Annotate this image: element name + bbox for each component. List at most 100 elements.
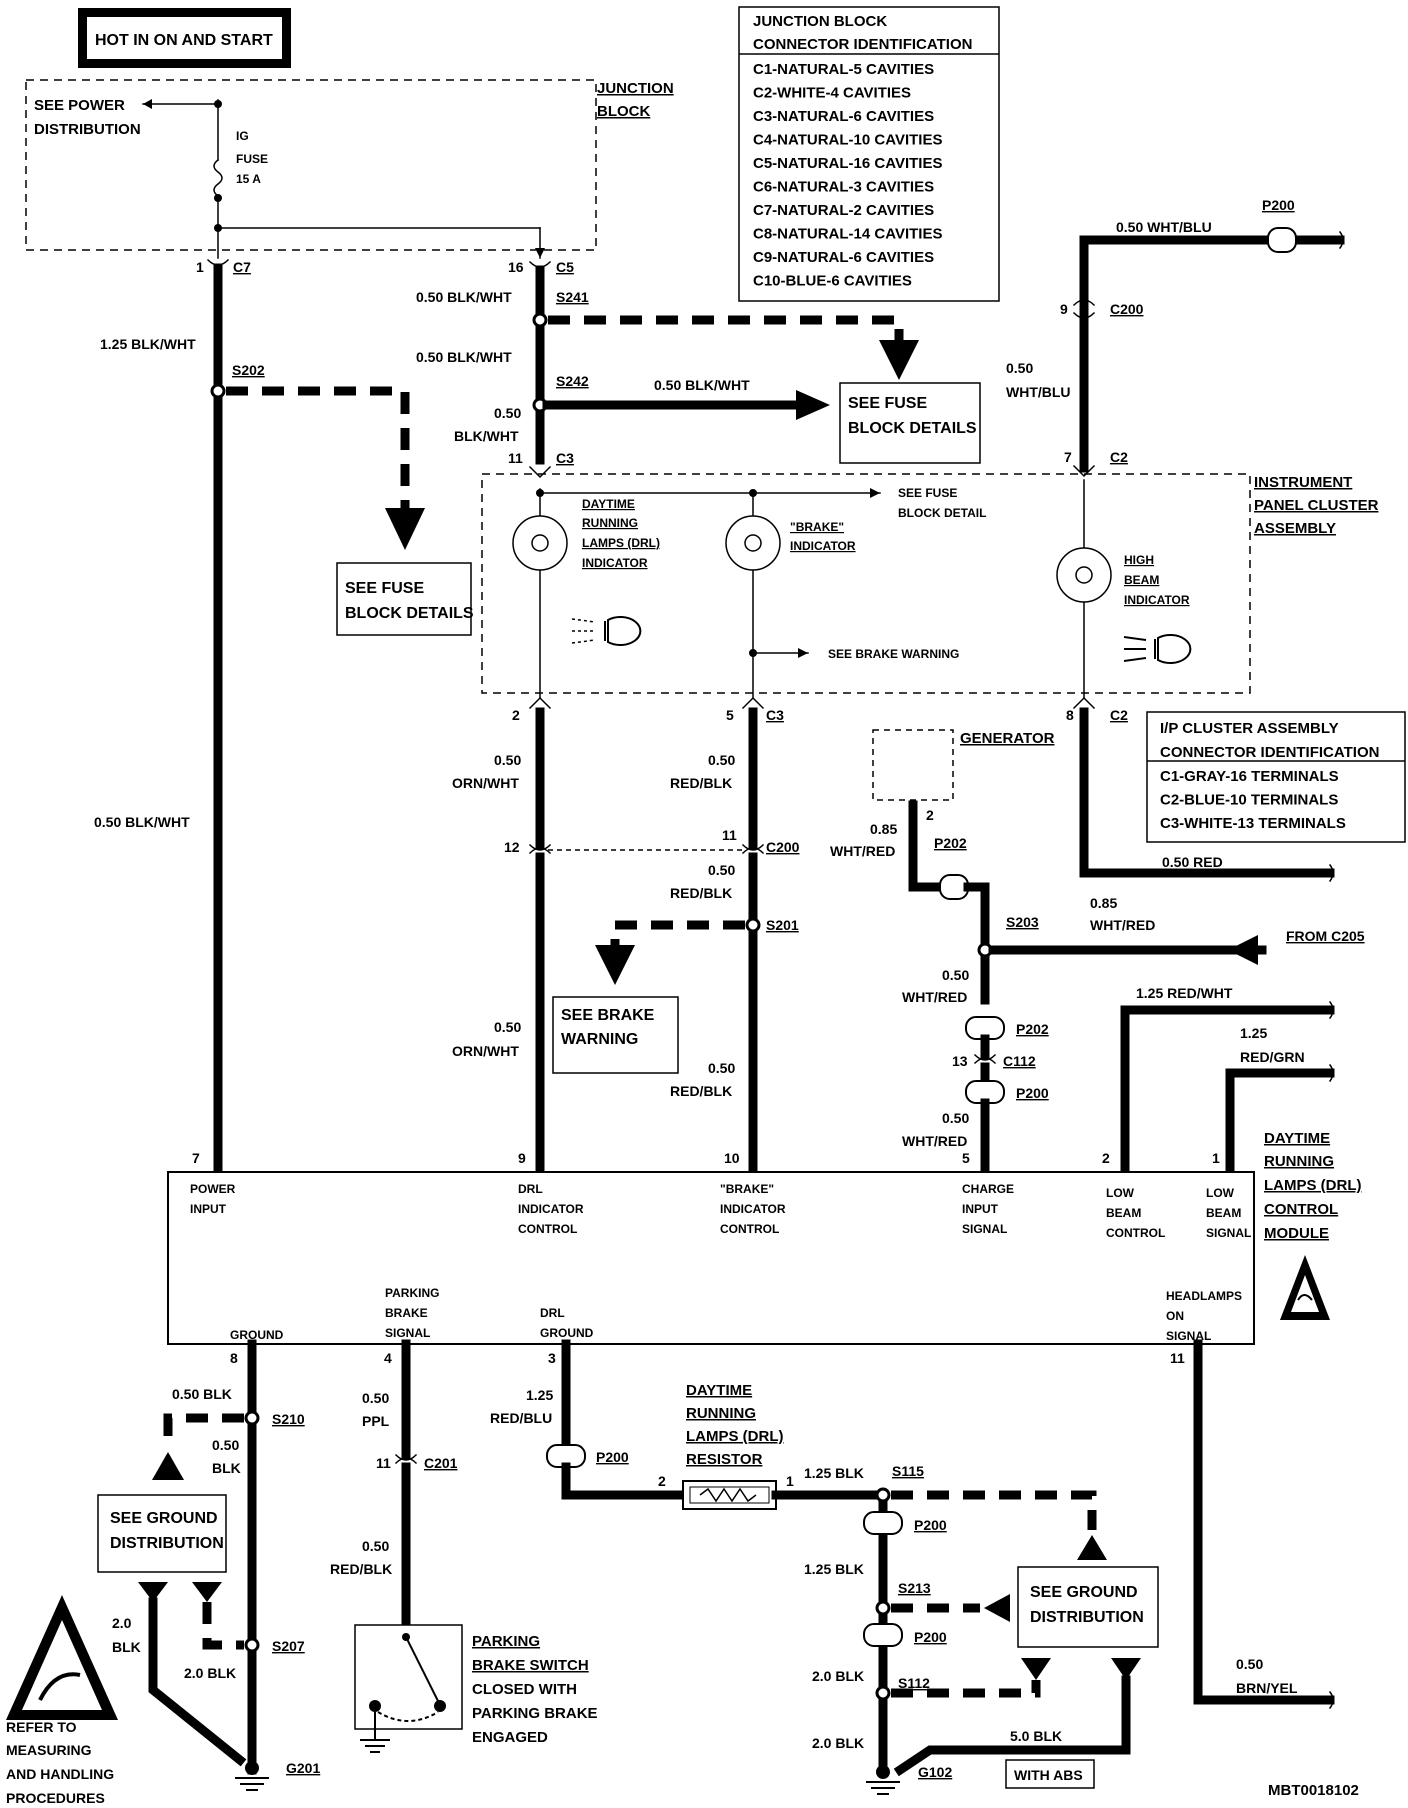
ground-ref-left-1: SEE GROUND xyxy=(110,1510,218,1527)
see-fuse-detail-1: SEE FUSE xyxy=(898,486,957,500)
brake-ind-2: INDICATOR xyxy=(790,539,856,553)
wire-050-a: 0.50 xyxy=(494,405,521,421)
esd-handling-icon xyxy=(6,1595,118,1720)
resistor-2: RUNNING xyxy=(686,1405,756,1422)
conn-p200-s115: P200 xyxy=(914,1517,947,1533)
conn-p200-top: P200 xyxy=(1262,197,1295,213)
hot-label: HOT IN ON AND START xyxy=(95,32,273,49)
module-title: DAYTIME RUNNING LAMPS (DRL) CONTROL MODU… xyxy=(1264,1130,1362,1242)
see-brake-warning: SEE BRAKE WARNING xyxy=(828,647,959,661)
splice-s203: S203 xyxy=(1006,914,1039,930)
jb-table-row: C8-NATURAL-14 CAVITIES xyxy=(753,226,942,243)
wire-050-d: 0.50 xyxy=(494,1019,521,1035)
wire-blk-b: BLK xyxy=(112,1639,141,1655)
resistor-4: RESISTOR xyxy=(686,1451,763,1468)
fuse-ref-1 xyxy=(336,562,472,636)
high-beam-label: HIGH BEAM INDICATOR xyxy=(1124,553,1190,607)
drl-ind-2: RUNNING xyxy=(582,516,638,530)
wire-050-m: 0.50 xyxy=(1236,1656,1263,1672)
conn-c112: C112 xyxy=(1003,1053,1036,1069)
wire-20-blk-a: 2.0 BLK xyxy=(184,1665,236,1681)
wire-050-red: 0.50 RED xyxy=(1162,854,1223,870)
see-fuse-detail-2: BLOCK DETAIL xyxy=(898,506,986,520)
measuring-note: REFER TO MEASURING AND HANDLING PROCEDUR… xyxy=(6,1719,114,1806)
high-beam-lamp xyxy=(1056,547,1112,603)
pin-3: 3 xyxy=(548,1350,556,1366)
junction-block-label-1: JUNCTION xyxy=(597,80,674,97)
ig-fuse-symbol xyxy=(213,158,223,198)
power-dist-label-1: SEE POWER xyxy=(34,97,125,114)
ground-ref-right-1: SEE GROUND xyxy=(1030,1584,1138,1601)
pin-label-power-2: INPUT xyxy=(190,1202,227,1216)
brake-ind-1: "BRAKE" xyxy=(790,520,844,534)
wire-blk-a: BLK xyxy=(212,1460,241,1476)
drl-ind-3: LAMPS (DRL) xyxy=(582,536,660,550)
module-title-1: DAYTIME xyxy=(1264,1130,1330,1147)
drl-indicator-lamp xyxy=(512,515,568,571)
pbs-3: CLOSED WITH xyxy=(472,1681,577,1698)
wire-125-blkwht: 1.25 BLK/WHT xyxy=(100,336,196,352)
wire-125-b: 1.25 xyxy=(526,1387,553,1403)
ip-table-title-1: I/P CLUSTER ASSEMBLY xyxy=(1160,720,1339,737)
jb-table-row: C6-NATURAL-3 CAVITIES xyxy=(753,179,934,196)
fuse-ref-1-line1: SEE FUSE xyxy=(345,580,424,597)
conn-c201: C201 xyxy=(424,1455,458,1471)
fuse-ref-2-line1: SEE FUSE xyxy=(848,395,927,412)
ground-g201: G201 xyxy=(286,1760,320,1776)
pin-label-drl-3: CONTROL xyxy=(518,1222,577,1236)
conn-p202-b: P202 xyxy=(1016,1021,1049,1037)
brake-warning-ref-2: WARNING xyxy=(561,1031,638,1048)
pin-label-pbs-3: SIGNAL xyxy=(385,1326,430,1340)
conn-c2-bottom: C2 xyxy=(1110,707,1128,723)
pin-5-c3: 5 xyxy=(726,707,734,723)
wire-ornwht-b: ORN/WHT xyxy=(452,1043,519,1059)
pin-label-brake-3: CONTROL xyxy=(720,1222,779,1236)
lamp-icon-drl xyxy=(571,616,642,646)
ip-table-title-2: CONNECTOR IDENTIFICATION xyxy=(1160,744,1379,761)
pin-7: 7 xyxy=(192,1150,200,1166)
splice-s201: S201 xyxy=(766,917,799,933)
ip-table-row: C2-BLUE-10 TERMINALS xyxy=(1160,792,1338,809)
parking-switch-label: PARKING BRAKE SWITCH CLOSED WITH PARKING… xyxy=(472,1633,598,1746)
brake-warning-ref xyxy=(552,996,679,1074)
brake-warning-ref-1: SEE BRAKE xyxy=(561,1007,655,1024)
conn-c200-top: C200 xyxy=(1110,301,1144,317)
pin-label-lbc-2: BEAM xyxy=(1106,1206,1141,1220)
wire-050-i: 0.50 xyxy=(942,1110,969,1126)
pin-10: 10 xyxy=(724,1150,740,1166)
wire-20-blk-c: 2.0 BLK xyxy=(812,1735,864,1751)
high-beam-3: INDICATOR xyxy=(1124,593,1190,607)
wire-redblk-c: RED/BLK xyxy=(670,1083,732,1099)
pin-label-lbc-1: LOW xyxy=(1106,1186,1135,1200)
high-beam-1: HIGH xyxy=(1124,553,1154,567)
wire-050-h: 0.50 xyxy=(942,967,969,983)
jb-table-row: C5-NATURAL-16 CAVITIES xyxy=(753,155,942,172)
wire-redblk-d: RED/BLK xyxy=(330,1561,392,1577)
pin-label-lbc-3: CONTROL xyxy=(1106,1226,1165,1240)
wire-20-a: 2.0 xyxy=(112,1615,132,1631)
wire-050-g: 0.50 xyxy=(708,1060,735,1076)
module-title-3: LAMPS (DRL) xyxy=(1264,1177,1362,1194)
jb-table-row: C10-BLUE-6 CAVITIES xyxy=(753,273,912,290)
diagram-code: MBT0018102 xyxy=(1268,1782,1359,1799)
from-c205: FROM C205 xyxy=(1286,928,1365,944)
wire-redblu: RED/BLU xyxy=(490,1410,552,1426)
module-title-4: CONTROL xyxy=(1264,1201,1338,1218)
lamp-icon-high-beam xyxy=(1123,634,1192,664)
with-abs-label: WITH ABS xyxy=(1014,1767,1083,1783)
splice-s112: S112 xyxy=(898,1675,930,1691)
pin-label-drlg-1: DRL xyxy=(540,1306,565,1320)
jb-table-row: C9-NATURAL-6 CAVITIES xyxy=(753,249,934,266)
pbs-5: ENGAGED xyxy=(472,1729,548,1746)
ip-connector-table xyxy=(1146,711,1406,843)
junction-block-label-2: BLOCK xyxy=(597,103,650,120)
pin-label-charge-2: INPUT xyxy=(962,1202,999,1216)
wire-125-a: 1.25 xyxy=(1240,1025,1267,1041)
wire-085-b: 0.85 xyxy=(1090,895,1117,911)
drl-ind-4: INDICATOR xyxy=(582,556,648,570)
pin-4: 4 xyxy=(384,1350,392,1366)
measuring-1: REFER TO xyxy=(6,1719,77,1735)
wire-050-f: 0.50 xyxy=(708,862,735,878)
pbs-1: PARKING xyxy=(472,1633,540,1650)
